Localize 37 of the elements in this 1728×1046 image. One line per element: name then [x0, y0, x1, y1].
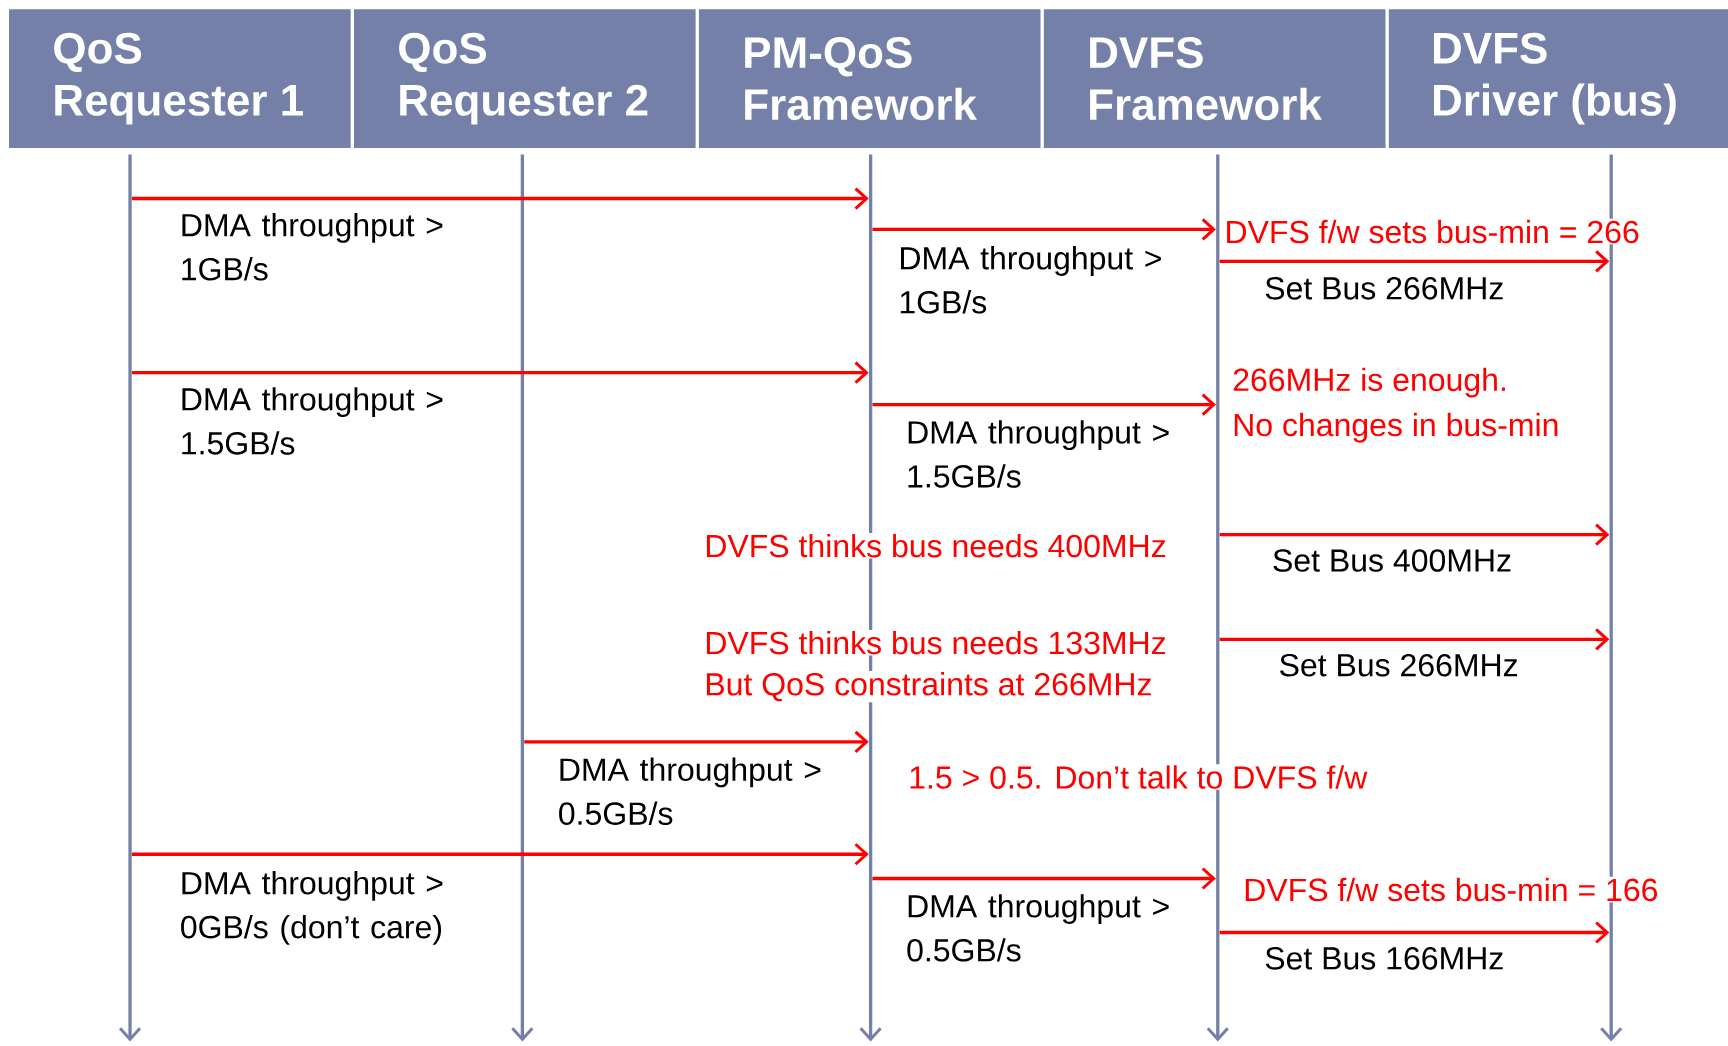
header-box: PM-QoS Framework — [698, 9, 1041, 149]
header-box: DVFS Driver (bus) — [1388, 9, 1728, 149]
header-box: QoS Requester 1 — [9, 9, 351, 149]
note-text: No changes in bus-min — [1231, 411, 1561, 444]
message-arrow — [872, 867, 1216, 890]
message-arrow — [872, 393, 1216, 416]
edge-label: DMA throughput > 1.5GB/s — [182, 387, 443, 455]
message-arrow — [131, 361, 869, 384]
edge-label: DMA throughput > 1.5GB/s — [908, 420, 1169, 488]
message-arrow — [131, 187, 869, 210]
edge-label: Set Bus 400MHz — [1273, 549, 1511, 572]
note-text: 266MHz is enough. — [1231, 366, 1509, 399]
edge-label: DMA throughput > 0.5GB/s — [907, 894, 1169, 962]
message-arrow — [1219, 250, 1610, 273]
header-box: QoS Requester 2 — [353, 9, 696, 149]
message-arrow — [1219, 523, 1610, 546]
note-text: But QoS constraints at 266MHz — [703, 671, 1154, 703]
message-arrow — [1219, 921, 1610, 944]
note-text: 1.5 > 0.5. Don’t talk to DVFS f/w — [907, 764, 1369, 790]
lifeline-arrow — [511, 154, 534, 1042]
message-arrow — [872, 218, 1216, 241]
edge-label: DMA throughput > 0GB/s (don’t care) — [181, 871, 443, 945]
message-arrow — [1219, 628, 1610, 651]
edge-label: Set Bus 266MHz — [1265, 277, 1503, 300]
lifeline-arrow — [118, 154, 142, 1042]
edge-label: DMA throughput > 0.5GB/s — [559, 757, 821, 825]
edge-label: Set Bus 266MHz — [1280, 653, 1518, 677]
edge-label: DMA throughput > 1GB/s — [182, 213, 443, 281]
message-arrow — [131, 843, 869, 866]
message-arrow — [524, 730, 869, 753]
note-text: DVFS thinks bus needs 400MHz — [703, 532, 1168, 559]
edge-label: DMA throughput > 1GB/s — [900, 246, 1161, 314]
note-text: DVFS f/w sets bus-min = 266 — [1223, 218, 1641, 245]
header-box: DVFS Framework — [1043, 9, 1386, 149]
edge-label: Set Bus 166MHz — [1265, 947, 1503, 970]
note-text: DVFS f/w sets bus-min = 166 — [1242, 876, 1660, 903]
note-text: DVFS thinks bus needs 133MHz — [703, 629, 1168, 656]
